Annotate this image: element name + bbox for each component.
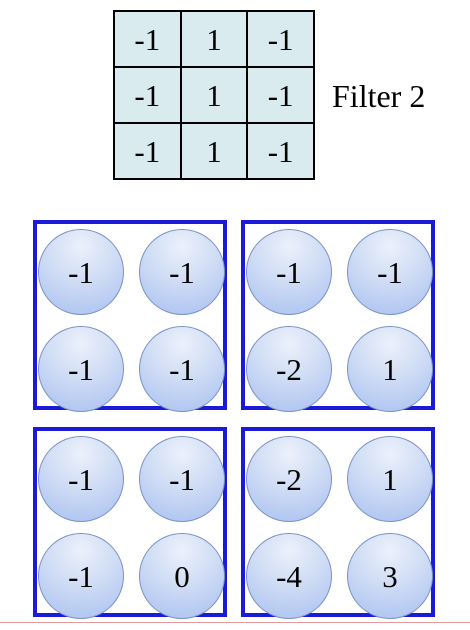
filter-cell: -1 [247,11,314,67]
feature-node: -1 [139,436,225,522]
feature-node: -4 [246,533,332,619]
feature-node: 3 [347,533,433,619]
filter-cell: 1 [180,123,248,179]
feature-node: -1 [38,229,124,315]
pool-block-bottom-left: -1 -1 -1 0 [33,427,227,619]
filter-cell: 1 [180,67,248,123]
feature-node: -1 [347,229,433,315]
feature-node: 1 [347,436,433,522]
filter-cell: -1 [114,123,181,179]
pool-block-bottom-right: -2 1 -4 3 [241,427,435,619]
filter-cell: -1 [114,11,181,67]
feature-node: -1 [38,326,124,412]
filter-matrix: -1 1 -1 -1 1 -1 -1 1 -1 [113,10,315,180]
filter-cell: -1 [114,67,181,123]
pool-block-top-left: -1 -1 -1 -1 [33,220,227,412]
filter-cell: -1 [247,67,314,123]
divider-line [0,622,470,623]
feature-node: -1 [139,326,225,412]
pool-block-top-right: -1 -1 -2 1 [241,220,435,412]
feature-node: -1 [139,229,225,315]
feature-node: -2 [246,326,332,412]
feature-node: -1 [38,436,124,522]
filter-label: Filter 2 [332,78,426,114]
feature-node: -1 [246,229,332,315]
filter-cell: -1 [247,123,314,179]
feature-node: -1 [38,533,124,619]
feature-node: 0 [139,533,225,619]
feature-node: 1 [347,326,433,412]
feature-node: -2 [246,436,332,522]
filter-cell: 1 [180,11,248,67]
